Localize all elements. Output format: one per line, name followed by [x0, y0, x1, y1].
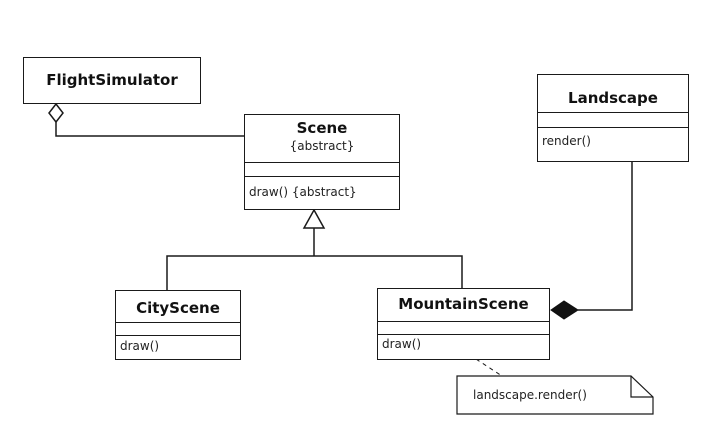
attribute-compartment [378, 321, 549, 334]
attribute-compartment [538, 112, 688, 127]
class-flightsimulator: FlightSimulator [23, 57, 201, 104]
class-name: Scene [296, 119, 348, 137]
class-scene: Scene {abstract} draw() {abstract} [244, 114, 400, 210]
inheritance-triangle [302, 208, 326, 229]
operation-compartment: draw() {abstract} [245, 176, 399, 209]
generalization-line [166, 255, 463, 290]
operation-draw: draw() [382, 337, 422, 351]
class-cityscene: CityScene draw() [115, 290, 241, 360]
abstract-stereotype: {abstract} [289, 139, 355, 153]
operation-compartment: draw() [378, 334, 549, 359]
operation-draw: draw() {abstract} [249, 185, 357, 199]
operation-draw: draw() [120, 339, 160, 353]
note-shape [456, 375, 654, 415]
class-name: Landscape [568, 89, 658, 107]
operation-render: render() [542, 134, 591, 148]
attribute-compartment [116, 322, 240, 335]
operation-compartment: render() [538, 127, 688, 161]
composition-line [578, 161, 633, 311]
class-name: FlightSimulator [46, 71, 178, 89]
attribute-compartment [245, 162, 399, 176]
class-name: CityScene [136, 299, 220, 317]
note-text: landscape.render() [473, 388, 587, 402]
composition-diamond [550, 300, 579, 320]
operation-compartment: draw() [116, 335, 240, 359]
aggregation-diamond [48, 102, 64, 124]
note-fold [630, 376, 653, 398]
aggregation-line [55, 122, 244, 137]
class-name: MountainScene [398, 295, 529, 313]
name-compartment: Scene {abstract} [245, 115, 399, 162]
class-mountainscene: MountainScene draw() [377, 288, 550, 360]
class-landscape: Landscape render() [537, 74, 689, 162]
